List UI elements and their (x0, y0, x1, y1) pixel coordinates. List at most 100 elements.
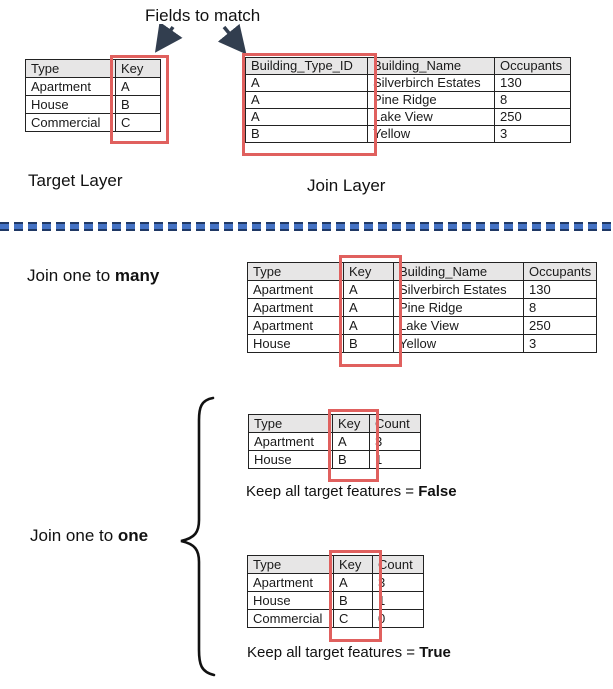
fields-to-match-label: Fields to match (145, 6, 261, 25)
table-cell: 3 (494, 125, 571, 143)
target-layer-table: Type Key Apartment A House B Commercial … (25, 59, 161, 132)
column-header: Building_Name (393, 262, 524, 281)
table-cell: Apartment (248, 432, 333, 451)
one-to-one-true-table: Type Key Count Apartment A 3 House B 1 C… (247, 555, 424, 628)
column-header: Count (369, 414, 421, 433)
caption-text: Keep all target features = (246, 483, 419, 500)
table-cell: Yellow (393, 334, 524, 353)
table-cell: House (247, 591, 334, 610)
join-one-to-one-label: Join one to one (30, 526, 148, 546)
table-row: B Yellow 3 (245, 125, 571, 143)
table-row: A Lake View 250 (245, 108, 571, 126)
table-cell: Pine Ridge (393, 298, 524, 317)
column-header: Type (247, 555, 334, 574)
curly-brace-icon (180, 396, 216, 677)
arrow-down-left-icon (154, 24, 183, 53)
table-cell: C (115, 113, 161, 132)
column-header: Type (248, 414, 333, 433)
keep-true-caption: Keep all target features = True (247, 644, 451, 661)
column-header: Type (25, 59, 116, 78)
table-cell: Silverbirch Estates (393, 280, 524, 299)
table-cell: Commercial (247, 609, 334, 628)
label-text: Join one to (27, 266, 115, 285)
column-header: Count (372, 555, 424, 574)
table-cell: B (245, 125, 368, 143)
table-row: Commercial C 0 (247, 609, 424, 628)
table-cell: 1 (372, 591, 424, 610)
column-header: Occupants (494, 57, 571, 75)
table-cell: A (245, 91, 368, 109)
table-cell: Lake View (393, 316, 524, 335)
label-bold-text: many (114, 266, 160, 285)
fields-to-match-arrows (154, 24, 247, 55)
column-header: Key (115, 59, 161, 78)
column-header: Building_Type_ID (245, 57, 368, 75)
table-row: Apartment A Pine Ridge 8 (247, 298, 598, 317)
table-cell: B (343, 334, 394, 353)
column-header: Key (332, 414, 370, 433)
table-cell: Commercial (25, 113, 116, 132)
table-row: House B 1 (247, 591, 424, 610)
table-cell: A (333, 573, 373, 592)
table-cell: 0 (372, 609, 424, 628)
table-cell: B (115, 95, 161, 114)
table-cell: Apartment (247, 280, 344, 299)
table-row: Apartment A (25, 77, 161, 96)
dashed-divider (0, 222, 613, 231)
table-cell: Lake View (367, 108, 495, 126)
table-cell: 250 (494, 108, 571, 126)
table-row: A Silverbirch Estates 130 (245, 74, 571, 92)
table-cell: A (343, 316, 394, 335)
caption-text: Keep all target features = (247, 644, 420, 661)
table-cell: Apartment (247, 316, 344, 335)
table-cell: 1 (369, 450, 421, 469)
table-row: House B (25, 95, 161, 114)
column-header: Building_Name (367, 57, 495, 75)
caption-bold-text: False (418, 483, 457, 500)
table-cell: Yellow (367, 125, 495, 143)
arrow-down-right-icon (217, 24, 247, 55)
table-row: House B 1 (248, 450, 421, 469)
column-header: Occupants (522, 262, 598, 281)
table-cell: Apartment (247, 573, 334, 592)
join-layer-label: Join Layer (307, 176, 386, 195)
table-cell: Apartment (247, 298, 344, 317)
table-cell: 3 (372, 573, 424, 592)
table-cell: 3 (522, 334, 598, 353)
caption-bold-text: True (419, 644, 451, 661)
target-layer-label: Target Layer (28, 171, 123, 190)
join-one-to-many-label: Join one to many (27, 266, 159, 286)
table-cell: A (115, 77, 161, 96)
table-row: Apartment A 3 (247, 573, 424, 592)
table-row: A Pine Ridge 8 (245, 91, 571, 109)
one-to-many-result-table: Type Key Building_Name Occupants Apartme… (247, 262, 598, 353)
table-cell: A (332, 432, 370, 451)
join-layer-table: Building_Type_ID Building_Name Occupants… (245, 57, 571, 143)
table-row: House B Yellow 3 (247, 334, 598, 353)
table-cell: B (332, 450, 370, 469)
table-row: Apartment A 3 (248, 432, 421, 451)
table-cell: 8 (494, 91, 571, 109)
label-text: Join one to (30, 526, 118, 545)
table-cell: A (343, 298, 394, 317)
table-cell: A (245, 108, 368, 126)
table-cell: 8 (522, 298, 598, 317)
table-cell: Apartment (25, 77, 116, 96)
table-cell: House (248, 450, 333, 469)
table-row: Apartment A Lake View 250 (247, 316, 598, 335)
table-cell: 3 (369, 432, 421, 451)
table-cell: Pine Ridge (367, 91, 495, 109)
table-cell: A (343, 280, 394, 299)
table-row: Apartment A Silverbirch Estates 130 (247, 280, 598, 299)
table-cell: House (25, 95, 116, 114)
table-cell: C (333, 609, 373, 628)
column-header: Type (247, 262, 344, 281)
table-cell: A (245, 74, 368, 92)
table-cell: 130 (494, 74, 571, 92)
table-cell: 130 (522, 280, 598, 299)
label-bold-text: one (117, 526, 149, 545)
table-cell: 250 (522, 316, 598, 335)
table-row: Commercial C (25, 113, 161, 132)
column-header: Key (343, 262, 394, 281)
